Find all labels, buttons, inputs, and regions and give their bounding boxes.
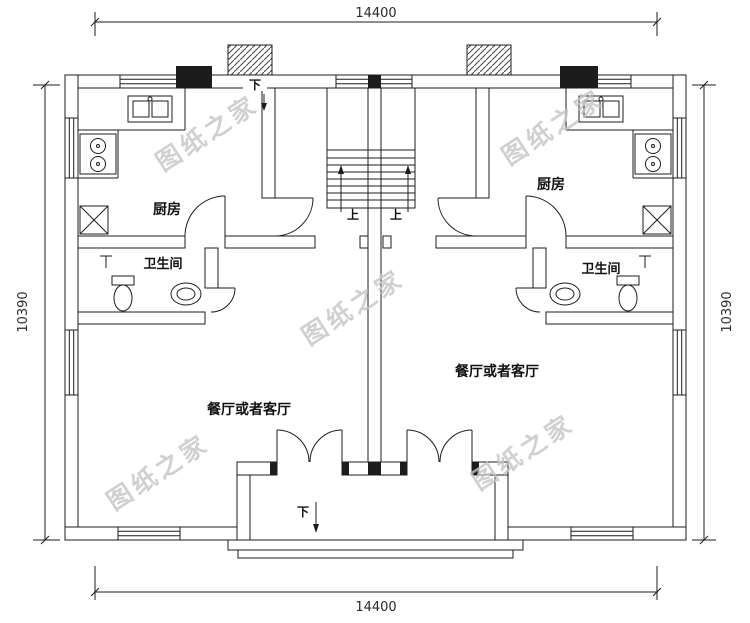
washbasin-left-icon (170, 282, 202, 306)
down-annotation-bottom: 下 (297, 502, 319, 533)
stairs-up-label-right: 上 (390, 207, 402, 222)
tap-right-icon (639, 255, 651, 268)
room-label-kitchen-left: 厨房 (153, 201, 181, 218)
room-label-bathroom-left: 卫生间 (143, 256, 182, 272)
bathroom-right-fixtures (549, 255, 651, 312)
entry-double-door-left (276, 429, 343, 463)
door-bathroom-right (515, 287, 541, 313)
down-top-label: 下 (249, 78, 261, 92)
down-annotation-top: 下 (243, 78, 267, 111)
flue-right-icon (642, 205, 672, 235)
window-bottom-right (570, 526, 634, 541)
flue-left-icon (79, 205, 109, 235)
stair-arrow-right-icon (405, 165, 411, 212)
stair-arrow-left-icon (338, 165, 344, 212)
room-label-living-right: 餐厅或者客厅 (454, 363, 539, 380)
window-left-living (64, 329, 79, 396)
door-hall-right (437, 197, 477, 237)
dimension-right: 10390 (692, 80, 735, 545)
window-right-living (672, 329, 687, 396)
room-label-living-left: 餐厅或者客厅 (206, 401, 291, 418)
window-bottom-left (117, 526, 181, 541)
dimension-bottom-label: 14400 (355, 600, 396, 615)
room-label-kitchen-right: 厨房 (537, 176, 565, 193)
dimension-right-label: 10390 (720, 291, 735, 332)
watermark-text: 图纸之家 (496, 84, 609, 172)
wall-piers (176, 66, 598, 475)
door-kitchen-right (525, 195, 567, 237)
window-right-kitchen (672, 117, 687, 179)
windows (64, 74, 687, 541)
chimney-right (466, 44, 512, 76)
kitchen-left-fixtures (78, 88, 186, 235)
washbasin-right-icon (549, 282, 581, 306)
watermark-text: 图纸之家 (101, 429, 214, 517)
bathroom-left-fixtures (100, 255, 202, 312)
watermark-text: 图纸之家 (150, 90, 263, 178)
doors (184, 195, 567, 463)
window-left-kitchen (64, 117, 79, 179)
watermark-text: 图纸之家 (296, 264, 409, 352)
stairs-up-label-left: 上 (347, 207, 359, 222)
room-label-bathroom-right: 卫生间 (581, 261, 620, 277)
door-hall-left (274, 197, 314, 237)
dimension-top: 14400 (90, 6, 662, 36)
tap-left-icon (100, 255, 112, 268)
toilet-right-icon (616, 275, 640, 312)
stove-left-icon (79, 133, 117, 175)
interior-walls-right (382, 87, 674, 325)
down-bottom-label: 下 (297, 505, 309, 519)
interior-walls-left (77, 87, 369, 325)
watermark-text: 图纸之家 (466, 409, 579, 497)
entry-double-door-right (406, 429, 473, 463)
staircase: 上 上 (326, 88, 416, 222)
kitchen-right-fixtures (565, 88, 673, 235)
porch-step (227, 539, 524, 559)
kitchen-sink-right-icon (578, 95, 624, 123)
stove-right-icon (634, 133, 672, 175)
door-kitchen-left (184, 195, 226, 237)
dimension-top-label: 14400 (355, 6, 396, 21)
dimension-left: 10390 (16, 80, 60, 545)
door-bathroom-left (210, 287, 236, 313)
chimney-left (227, 44, 273, 76)
toilet-left-icon (111, 275, 135, 312)
dimension-bottom: 14400 (90, 566, 662, 615)
kitchen-sink-left-icon (127, 95, 173, 123)
dimension-left-label: 10390 (16, 291, 31, 332)
